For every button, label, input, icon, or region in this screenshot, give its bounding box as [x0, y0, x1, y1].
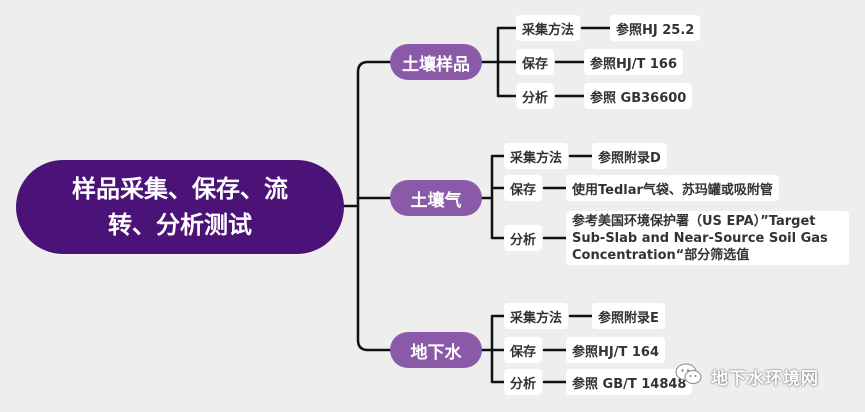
root-node: 样品采集、保存、流 转、分析测试 [16, 160, 344, 254]
value-preservation: 使用Tedlar气袋、苏玛罐或吸附管 [566, 175, 779, 201]
connector-b1-leaf [554, 26, 612, 98]
connector-b3-leaf [542, 314, 594, 384]
label-collection-method: 采集方法 [504, 303, 569, 329]
value-preservation: 参照HJ/T 166 [584, 49, 683, 75]
root-title-line1: 样品采集、保存、流 [72, 175, 288, 203]
watermark-text: 地下水环境网 [711, 368, 819, 389]
branch-soil-gas: 土壤气 [390, 180, 482, 216]
value-collection-method: 参照HJ 25.2 [610, 15, 701, 41]
label-collection-method: 采集方法 [504, 143, 569, 169]
wechat-icon [675, 362, 703, 390]
value-collection-method: 参照附录E [592, 303, 665, 329]
value-collection-method: 参照附录D [592, 143, 667, 169]
label-collection-method: 采集方法 [516, 15, 581, 41]
value-preservation: 参照HJ/T 164 [566, 337, 665, 363]
value-analysis: 参考美国环境保护署（US EPA）”Target Sub-Slab and Ne… [566, 211, 849, 265]
value-analysis: 参照 GB36600 [584, 83, 693, 109]
watermark: 地下水环境网 [675, 362, 819, 390]
connector-trunk [356, 60, 392, 352]
branch-soil-sample: 土壤样品 [390, 44, 482, 80]
root-title-line2: 转、分析测试 [108, 211, 252, 239]
value-analysis: 参照 GB/T 14848 [566, 369, 693, 395]
connector-b1 [480, 26, 518, 98]
branch-groundwater: 地下水 [390, 332, 482, 368]
label-preservation: 保存 [516, 49, 555, 75]
label-analysis: 分析 [504, 369, 543, 395]
label-analysis: 分析 [516, 83, 555, 109]
connector-b3 [480, 314, 506, 384]
label-preservation: 保存 [504, 337, 543, 363]
label-analysis: 分析 [504, 225, 543, 251]
connector-b2-leaf [542, 154, 594, 240]
connector-b2 [480, 154, 506, 240]
label-preservation: 保存 [504, 175, 543, 201]
